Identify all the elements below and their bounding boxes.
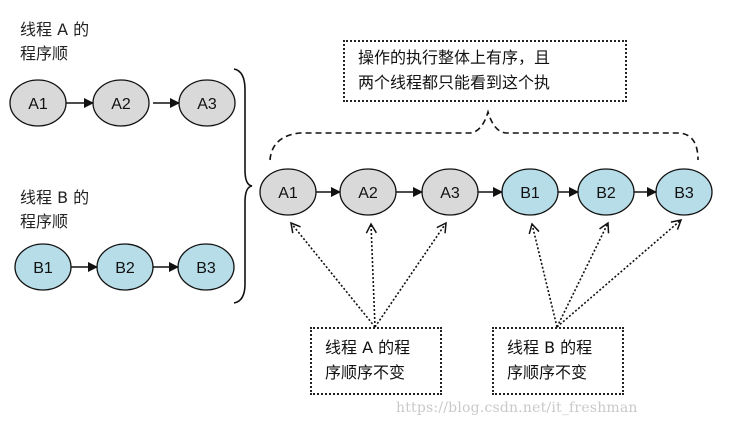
thread-a-order-note-line2: 序顺序不变 [325,363,406,382]
pointer-a-to-a3 [374,221,447,328]
pointer-b-to-b3 [556,218,683,328]
merged-node-a1-label: A1 [278,185,298,202]
thread-a-order-note-line1: 线程 A 的程 [325,338,411,357]
thread-a-order-note: 线程 A 的程 序顺序不变 [310,327,442,395]
thread-b-node-b1-label: B1 [33,260,53,277]
thread-a-label-line1: 线程 A 的 [20,20,90,39]
thread-a-node-a3-label: A3 [197,96,217,113]
thread-b-order-note-line2: 序顺序不变 [507,363,588,382]
merged-node-b3-label: B3 [674,185,694,202]
total-order-bracket [269,109,699,161]
thread-b-order-note-line1: 线程 B 的程 [507,338,593,357]
merged-node-b1-label: B1 [520,185,540,202]
merge-brace [233,68,253,304]
pointer-a-to-a1 [290,221,376,328]
total-order-note-line1: 操作的执行整体上有序，且 [358,48,551,67]
thread-b-order-note: 线程 B 的程 序顺序不变 [492,327,624,395]
thread-b-node-b2-label: B2 [115,260,135,277]
merged-node-a3-label: A3 [440,185,460,202]
thread-a-node-a1-label: A1 [28,96,48,113]
thread-b-label: 线程 B 的 程序顺 [20,186,89,234]
thread-a-label-line2: 程序顺 [20,44,69,63]
merged-node-b2-label: B2 [596,185,616,202]
thread-a-label: 线程 A 的 程序顺 [20,18,89,66]
thread-b-node-b3-label: B3 [196,260,216,277]
total-order-note: 操作的执行整体上有序，且 两个线程都只能看到这个执 [343,40,627,102]
pointer-b-to-b1 [528,222,558,328]
thread-a-node-a2-label: A2 [111,96,131,113]
pointer-b-to-b2 [556,221,610,328]
thread-b-label-line2: 程序顺 [20,212,69,231]
watermark: https://blog.csdn.net/it_freshman [396,400,638,416]
thread-b-label-line1: 线程 B 的 [20,188,90,207]
merged-node-a2-label: A2 [358,185,378,202]
total-order-note-line2: 两个线程都只能看到这个执 [358,73,551,92]
pointer-a-to-a2 [365,222,377,328]
